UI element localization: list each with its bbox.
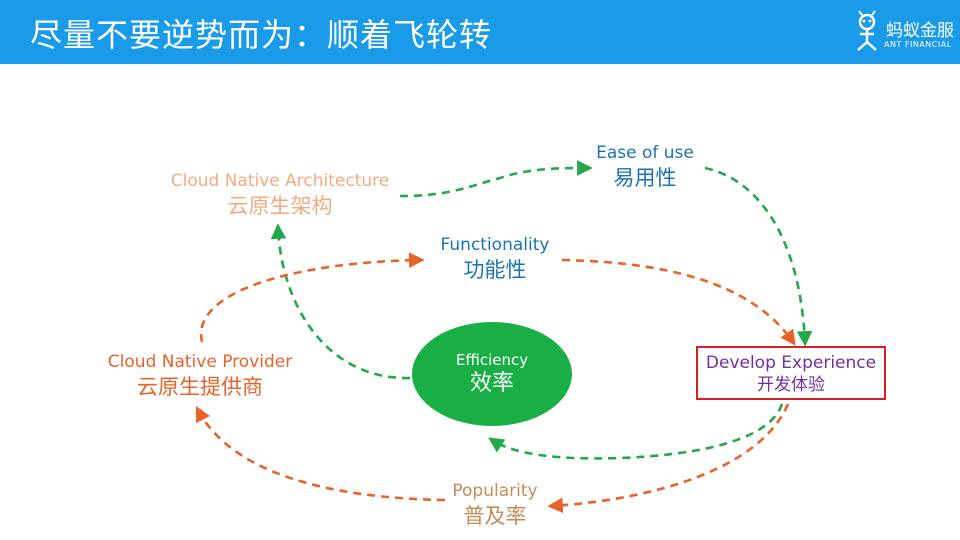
- logo-text-cn: 蚂蚁金服: [886, 21, 954, 41]
- node-popularity-en: Popularity: [452, 481, 538, 501]
- arrow-functionality-to-develop: [561, 258, 796, 346]
- node-ease-of-use-en: Ease of use: [596, 143, 694, 163]
- node-develop-cn: 开发体验: [757, 375, 825, 395]
- node-architecture: Cloud Native Architecture 云原生架构: [150, 170, 410, 220]
- node-develop-experience: Develop Experience 开发体验: [696, 346, 886, 400]
- node-efficiency-cn: 效率: [469, 371, 514, 396]
- node-functionality-en: Functionality: [440, 235, 550, 255]
- page-title: 尽量不要逆势而为：顺着飞轮转: [30, 16, 493, 54]
- node-popularity-cn: 普及率: [463, 504, 527, 528]
- node-architecture-en: Cloud Native Architecture: [170, 171, 390, 191]
- node-functionality: Functionality 功能性: [420, 234, 570, 284]
- node-provider: Cloud Native Provider 云原生提供商: [90, 351, 310, 401]
- arrow-provider-to-functionality: [199, 252, 425, 343]
- arrow-efficiency-to-architecture: [270, 223, 411, 380]
- arrow-develop-to-popularity: [547, 403, 790, 514]
- logo-text-en: ANT FINANCIAL: [884, 40, 952, 49]
- node-ease-of-use-cn: 易用性: [613, 166, 677, 190]
- arrow-popularity-to-provider: [195, 405, 446, 502]
- node-ease-of-use: Ease of use 易用性: [580, 142, 710, 192]
- ant-financial-logo: 蚂蚁金服 ANT FINANCIAL: [852, 10, 954, 56]
- node-provider-cn: 云原生提供商: [137, 375, 263, 399]
- header-bar: 尽量不要逆势而为：顺着飞轮转 蚂蚁金服 ANT FINANCIAL: [0, 0, 960, 64]
- node-efficiency: Efficiency 效率: [412, 350, 572, 398]
- node-functionality-cn: 功能性: [463, 258, 527, 282]
- node-efficiency-en: Efficiency: [455, 351, 529, 369]
- arrow-architecture-to-ease: [399, 160, 593, 198]
- arrow-ease-to-develop: [704, 166, 813, 347]
- ant-icon: [857, 10, 877, 51]
- node-develop-en: Develop Experience: [705, 353, 877, 373]
- node-provider-en: Cloud Native Provider: [107, 352, 293, 372]
- node-popularity: Popularity 普及率: [430, 480, 560, 530]
- efficiency-ellipse: [412, 322, 572, 426]
- node-architecture-cn: 云原生架构: [227, 194, 333, 218]
- arrow-develop-to-efficiency: [488, 403, 784, 460]
